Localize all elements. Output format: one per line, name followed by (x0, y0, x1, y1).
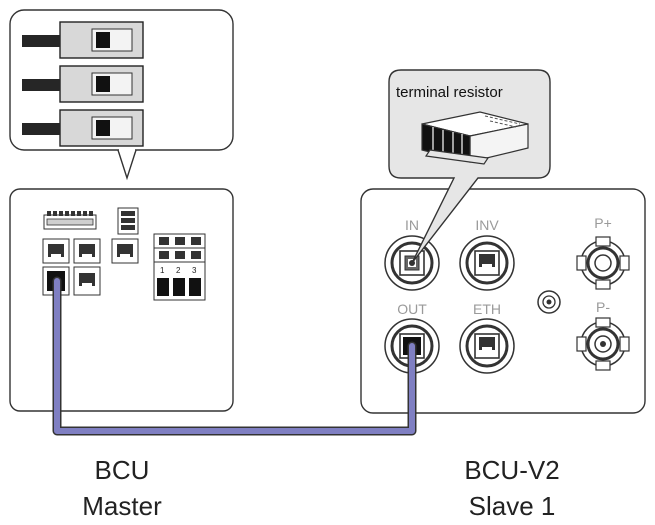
terminal-number-1: 1 (160, 266, 165, 275)
dip-switch-callout (9, 9, 234, 181)
port-label-inv: INV (475, 217, 499, 233)
slave-name-label: BCU-V2 (464, 455, 560, 485)
master-bcu-panel: 1 2 3 (9, 188, 234, 412)
terminal-block: 1 2 3 (153, 233, 206, 301)
master-rj45-port-5 (73, 266, 101, 296)
inv-port (459, 235, 515, 291)
eth-port (459, 318, 515, 374)
master-dip-switch (117, 207, 139, 235)
slave-role-label: Slave 1 (468, 491, 556, 521)
port-label-out: OUT (397, 301, 427, 317)
master-name-label: BCU (94, 455, 150, 485)
master-rj45-port-2 (73, 238, 101, 264)
terminal-resistor-callout: terminal resistor (388, 69, 551, 266)
p-plus-terminal (576, 236, 630, 290)
p-minus-terminal (576, 317, 630, 371)
terminal-resistor-label: terminal resistor (396, 84, 503, 101)
terminal-resistor-plug (421, 111, 529, 165)
dip-switch-1 (22, 21, 144, 59)
pin-header-connector (43, 211, 97, 230)
slave-bcu-v2-panel: IN INV OUT ETH P+ P- (360, 188, 646, 414)
dip-switch-2 (22, 65, 144, 103)
port-label-eth: ETH (473, 301, 501, 317)
terminal-number-3: 3 (192, 266, 197, 275)
indicator-button (537, 290, 561, 314)
port-label-p-minus: P- (596, 299, 610, 315)
terminal-number-2: 2 (176, 266, 181, 275)
master-rj45-port-1 (42, 238, 70, 264)
master-role-label: Master (82, 491, 162, 521)
master-rj45-port-3 (111, 238, 139, 264)
port-label-p-plus: P+ (594, 215, 612, 231)
port-label-in: IN (405, 217, 419, 233)
dip-switch-3 (22, 109, 144, 147)
